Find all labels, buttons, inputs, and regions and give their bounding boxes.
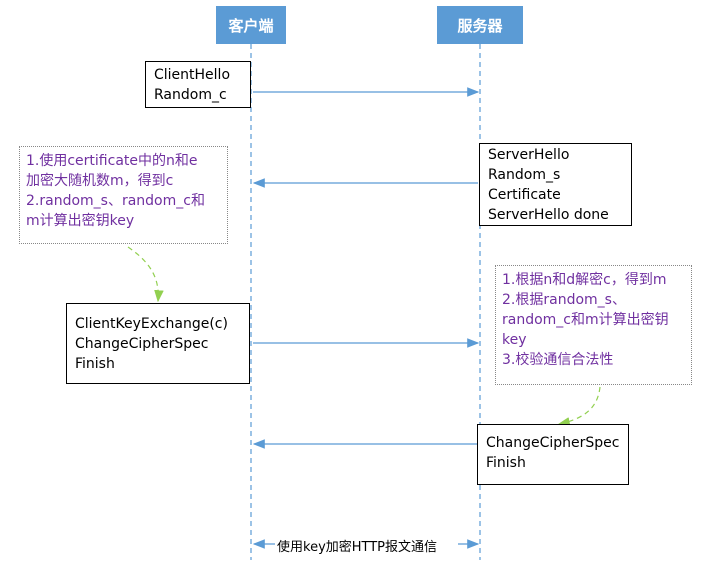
client-note-line-4: m计算出密钥key — [26, 213, 135, 229]
server-note-connector — [557, 386, 601, 427]
client-hello-box: ClientHello Random_c — [145, 61, 251, 108]
https-communication-label: 使用key加密HTTP报文通信 — [277, 536, 438, 555]
server-note-line-4: key — [502, 332, 527, 348]
client-actor: 客户端 — [216, 6, 286, 44]
client-note: 1.使用certificate中的n和e 加密大随机数m，得到c 2.rando… — [19, 146, 228, 244]
client-key-exchange-line: ClientKeyExchange(c) — [75, 316, 228, 332]
server-note: 1.根据n和d解密c，得到m 2.根据random_s、 random_c和m计… — [495, 265, 692, 385]
server-note-line-5: 3.校验通信合法性 — [502, 352, 614, 368]
server-change-cipher-spec-line: ChangeCipherSpec — [486, 435, 620, 451]
random-c-line: Random_c — [154, 87, 227, 103]
client-key-exchange-box: ClientKeyExchange(c) ChangeCipherSpec Fi… — [66, 303, 250, 384]
change-cipher-spec-line: ChangeCipherSpec — [75, 336, 209, 352]
server-finish-line: Finish — [486, 455, 526, 471]
server-note-line-1: 1.根据n和d解密c，得到m — [502, 272, 667, 288]
server-hello-line: ServerHello — [488, 147, 570, 163]
random-s-line: Random_s — [488, 167, 561, 183]
server-note-line-2: 2.根据random_s、 — [502, 292, 626, 308]
finish-line: Finish — [75, 356, 115, 372]
server-change-cipher-box: ChangeCipherSpec Finish — [477, 424, 629, 485]
client-note-line-2: 加密大随机数m，得到c — [26, 173, 174, 189]
certificate-line: Certificate — [488, 187, 561, 203]
server-hello-done-line: ServerHello done — [488, 207, 609, 223]
client-note-line-3: 2.random_s、random_c和 — [26, 193, 205, 209]
server-hello-box: ServerHello Random_s Certificate ServerH… — [479, 143, 632, 226]
client-hello-line: ClientHello — [154, 67, 231, 83]
client-note-line-1: 1.使用certificate中的n和e — [26, 153, 198, 169]
server-note-line-3: random_c和m计算出密钥 — [502, 312, 669, 328]
client-note-connector — [127, 246, 164, 303]
server-actor: 服务器 — [437, 6, 523, 44]
